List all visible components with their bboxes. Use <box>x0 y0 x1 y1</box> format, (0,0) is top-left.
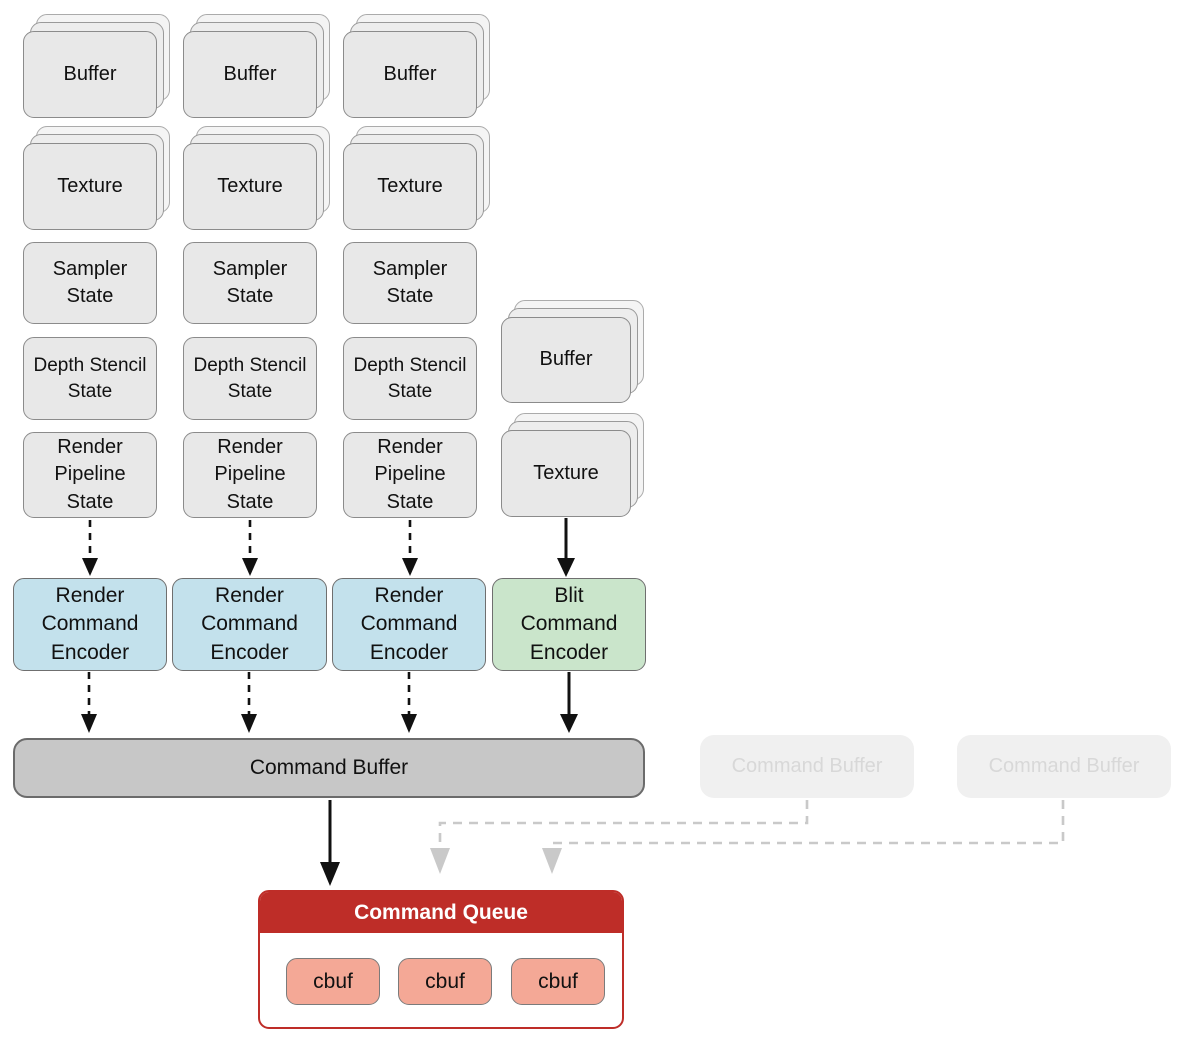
texture-box: Texture <box>23 143 157 230</box>
sampler-state-box-3: Sampler State <box>343 242 477 324</box>
render-command-encoder-1: Render Command Encoder <box>13 578 167 671</box>
command-buffer-box: Command Buffer <box>13 738 645 798</box>
texture-stack-3: Texture <box>343 126 490 230</box>
arrow-encoder2-to-command-buffer <box>241 672 257 733</box>
texture-box: Texture <box>343 143 477 230</box>
render-pipeline-state-box-1: Render Pipeline State <box>23 432 157 518</box>
render-command-encoder-3: Render Command Encoder <box>332 578 486 671</box>
texture-box: Texture <box>183 143 317 230</box>
faded-command-buffer-left: Command Buffer <box>700 735 914 798</box>
render-pipeline-state-box-2: Render Pipeline State <box>183 432 317 518</box>
arrow-blit-to-command-buffer <box>560 672 578 733</box>
arrow-faded-buffer-right-to-queue <box>542 800 1065 874</box>
buffer-box: Buffer <box>23 31 157 118</box>
arrow-encoder3-to-command-buffer <box>401 672 417 733</box>
arrow-command-buffer-to-queue <box>320 800 340 886</box>
arrow-faded-buffer-left-to-queue <box>430 800 809 874</box>
sampler-state-box-2: Sampler State <box>183 242 317 324</box>
buffer-box: Buffer <box>183 31 317 118</box>
buffer-box: Buffer <box>501 317 631 403</box>
texture-box: Texture <box>501 430 631 517</box>
arrow-encoder1-to-command-buffer <box>81 672 97 733</box>
arrow-pipeline2-to-encoder2 <box>242 520 258 576</box>
command-queue-box: Command Queue cbuf cbuf cbuf <box>258 890 624 1029</box>
buffer-stack-blit: Buffer <box>501 300 644 403</box>
render-command-encoder-2: Render Command Encoder <box>172 578 327 671</box>
depth-stencil-state-box-1: Depth Stencil State <box>23 337 157 420</box>
buffer-stack-3: Buffer <box>343 14 490 118</box>
render-pipeline-state-box-3: Render Pipeline State <box>343 432 477 518</box>
texture-stack-1: Texture <box>23 126 170 230</box>
buffer-stack-2: Buffer <box>183 14 330 118</box>
command-queue-title: Command Queue <box>354 900 528 924</box>
buffer-stack-1: Buffer <box>23 14 170 118</box>
buffer-box: Buffer <box>343 31 477 118</box>
arrow-pipeline3-to-encoder3 <box>402 520 418 576</box>
texture-stack-2: Texture <box>183 126 330 230</box>
cbuf-box-2: cbuf <box>398 958 492 1005</box>
blit-command-encoder: Blit Command Encoder <box>492 578 646 671</box>
arrow-texture-to-blit-encoder <box>557 518 575 577</box>
cbuf-box-3: cbuf <box>511 958 605 1005</box>
depth-stencil-state-box-3: Depth Stencil State <box>343 337 477 420</box>
depth-stencil-state-box-2: Depth Stencil State <box>183 337 317 420</box>
faded-command-buffer-right: Command Buffer <box>957 735 1171 798</box>
sampler-state-box-1: Sampler State <box>23 242 157 324</box>
command-queue-header: Command Queue <box>260 892 622 933</box>
cbuf-box-1: cbuf <box>286 958 380 1005</box>
arrow-pipeline1-to-encoder1 <box>82 520 98 576</box>
texture-stack-blit: Texture <box>501 413 644 517</box>
